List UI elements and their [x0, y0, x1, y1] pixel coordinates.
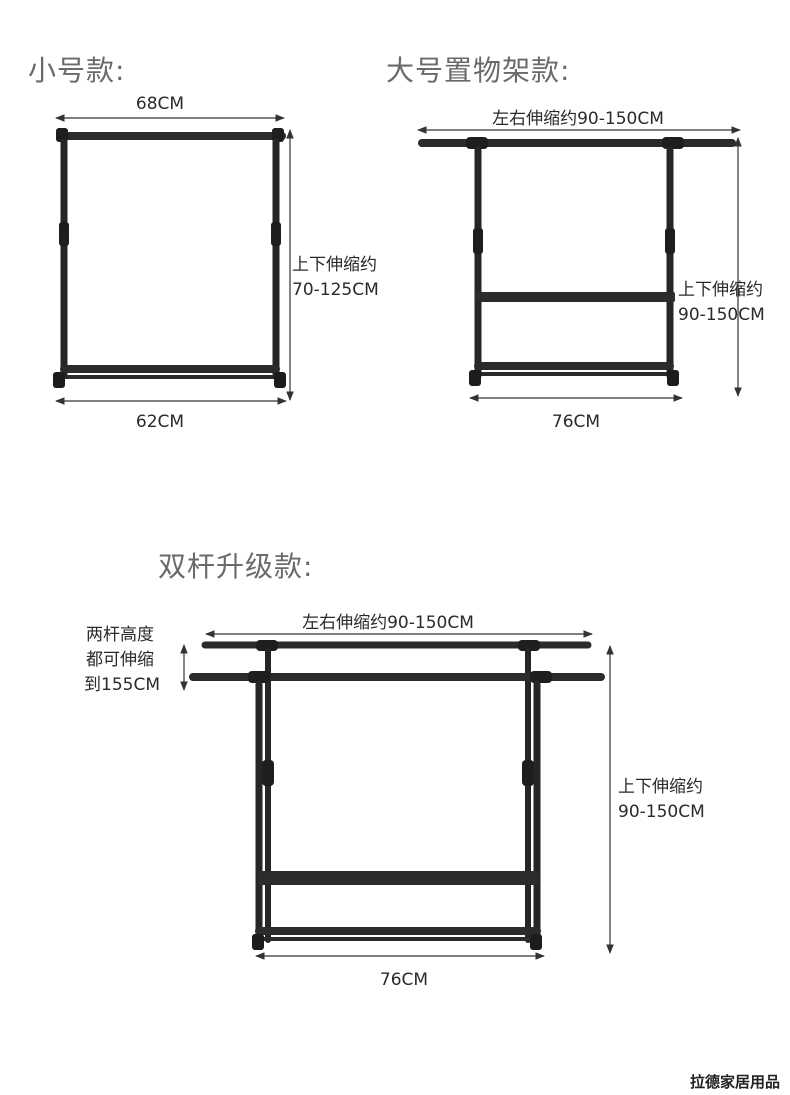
double-height-label-1: 上下伸缩约 [618, 777, 703, 797]
small-width-top-label: 68CM [136, 94, 184, 114]
large-width-top-label: 左右伸缩约90-150CM [492, 109, 664, 129]
double-note-line-3: 到155CM [84, 675, 160, 695]
double-heading: 双杆升级款: [158, 550, 313, 583]
double-width-bottom-label: 76CM [380, 970, 428, 990]
double-width-top-label: 左右伸缩约90-150CM [302, 613, 474, 633]
large-height-label-1: 上下伸缩约 [678, 280, 763, 300]
small-model: 小号款: 68CM 上下伸缩约 70-125CM 62CM [28, 54, 379, 432]
small-width-bottom-label: 62CM [136, 412, 184, 432]
large-rack-illustration [418, 137, 736, 386]
small-height-label-1: 上下伸缩约 [292, 255, 377, 275]
small-heading: 小号款: [28, 54, 125, 87]
double-height-label-2: 90-150CM [618, 802, 705, 822]
small-height-label-2: 70-125CM [292, 280, 379, 300]
double-note-line-2: 都可伸缩 [86, 650, 154, 670]
double-model: 双杆升级款: 左右伸缩约90-150CM 两杆高度 都可伸缩 到155CM [84, 550, 705, 990]
watermark-brand: 拉德家居用品 [690, 1073, 780, 1091]
double-note-line-1: 两杆高度 [86, 625, 154, 645]
large-model: 大号置物架款: 左右伸缩约90-150CM 上下伸缩约 90-150CM 76C… [386, 54, 765, 432]
large-heading: 大号置物架款: [386, 54, 570, 87]
large-height-label-2: 90-150CM [678, 305, 765, 325]
small-rack-illustration [53, 128, 286, 388]
large-width-bottom-label: 76CM [552, 412, 600, 432]
double-rack-illustration [189, 640, 605, 950]
